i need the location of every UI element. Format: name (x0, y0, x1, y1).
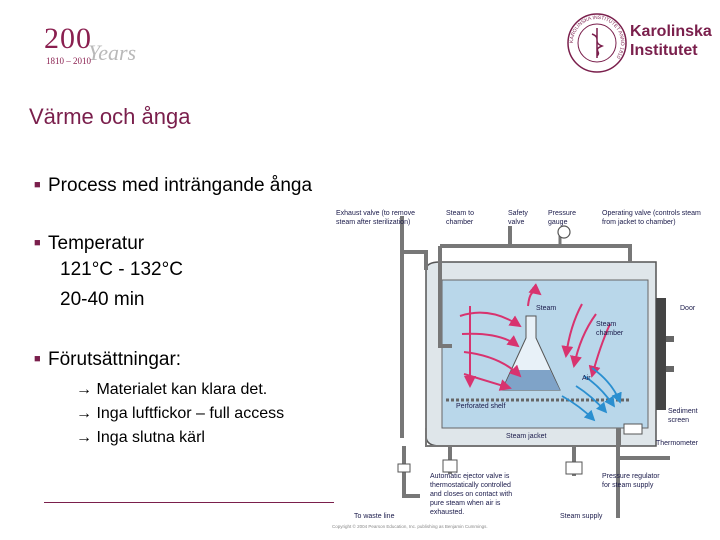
anniversary-number: 200 (44, 22, 92, 55)
label-ejector-valve-2: thermostatically controlled (430, 482, 511, 489)
slide-title: Värme och ånga (29, 104, 191, 129)
list-item-text: Inga luftfickor – full access (96, 405, 285, 422)
label-ejector-valve-3: and closes on contact with (430, 491, 512, 498)
list-item: → Inga luftfickor – full access (76, 402, 284, 426)
label-safety-valve-2: valve (508, 219, 524, 226)
label-exhaust-valve-1: Exhaust valve (to remove (336, 210, 415, 217)
label-perforated-shelf: Perforated shelf (456, 403, 505, 410)
door-shape (656, 298, 666, 410)
label-steam-to-chamber-1: Steam to (446, 210, 474, 217)
institution-name: Karolinska Institutet (630, 22, 712, 60)
label-sediment-screen-2: screen (668, 417, 689, 424)
label-operating-valve-2: from jacket to chamber) (602, 219, 676, 226)
label-steam-chamber-1: Steam (596, 321, 616, 328)
label-copyright: Copyright © 2004 Pearson Education, Inc.… (332, 523, 488, 529)
institution-name-line2: Institutet (630, 42, 698, 59)
arrow-icon: → (76, 405, 92, 422)
label-steam-jacket: Steam jacket (506, 433, 547, 440)
bullet-square-icon: ■ (34, 179, 41, 191)
label-operating-valve-1: Operating valve (controls steam (602, 210, 701, 217)
label-safety-valve-1: Safety (508, 210, 528, 217)
institution-seal-icon: KAROLINSKA INSTITUTET ANNO 1810 (566, 12, 628, 74)
anniversary-word: Years (88, 40, 137, 65)
bullet-text: Förutsättningar: (48, 349, 182, 370)
list-item: → Inga slutna kärl (76, 426, 284, 450)
temperature-range: 121°C - 132°C (60, 259, 183, 280)
label-pressure-regulator-1: Pressure regulator (602, 473, 660, 480)
institution-name-line1: Karolinska (630, 23, 712, 40)
label-steam: Steam (536, 305, 556, 312)
label-ejector-valve-5: exhausted. (430, 509, 464, 516)
label-air: Air (582, 375, 591, 382)
bullet-square-icon: ■ (34, 353, 41, 365)
bullet-text: Temperatur (48, 233, 145, 254)
arrow-icon: → (76, 429, 92, 446)
arrow-icon: → (76, 381, 92, 398)
label-steam-to-chamber-2: chamber (446, 219, 474, 226)
anniversary-range: 1810 – 2010 (46, 56, 91, 66)
label-door: Door (680, 305, 696, 312)
list-item-text: Materialet kan klara det. (96, 381, 268, 398)
label-steam-supply: Steam supply (560, 513, 603, 520)
label-steam-chamber-2: chamber (596, 330, 624, 337)
label-exhaust-valve-2: steam after sterilization) (336, 219, 410, 226)
prerequisite-list: → Materialet kan klara det. → Inga luftf… (76, 378, 284, 450)
pressure-regulator-icon (565, 461, 583, 475)
label-pressure-gauge-1: Pressure (548, 210, 576, 217)
steam-chamber-shape (441, 279, 649, 429)
duration: 20-40 min (60, 289, 145, 310)
label-ejector-valve-1: Automatic ejector valve is (430, 473, 510, 480)
bullet-square-icon: ■ (34, 237, 41, 249)
label-thermometer: Thermometer (656, 440, 699, 447)
pressure-gauge-icon (557, 225, 571, 239)
thermometer-icon (623, 423, 643, 435)
label-sediment-screen-1: Sediment (668, 408, 698, 415)
bullet-text: Process med inträngande ånga (48, 175, 313, 196)
anniversary-logo: 200 Years 1810 – 2010 (44, 22, 154, 72)
divider-line (44, 502, 334, 503)
bullet-prerequisites: ■ Förutsättningar: (34, 346, 181, 373)
list-item-text: Inga slutna kärl (96, 429, 205, 446)
ejector-valve-icon (442, 459, 458, 473)
label-pressure-gauge-2: gauge (548, 219, 568, 226)
bullet-temperature: ■ Temperatur 121°C - 132°C 20-40 min (34, 230, 183, 313)
label-waste-line: To waste line (354, 513, 395, 520)
autoclave-diagram: Exhaust valve (to remove steam after ste… (330, 206, 720, 532)
bullet-process: ■ Process med inträngande ånga (34, 172, 312, 199)
list-item: → Materialet kan klara det. (76, 378, 284, 402)
label-pressure-regulator-2: for steam supply (602, 482, 654, 489)
label-ejector-valve-4: pure steam when air is (430, 500, 501, 507)
